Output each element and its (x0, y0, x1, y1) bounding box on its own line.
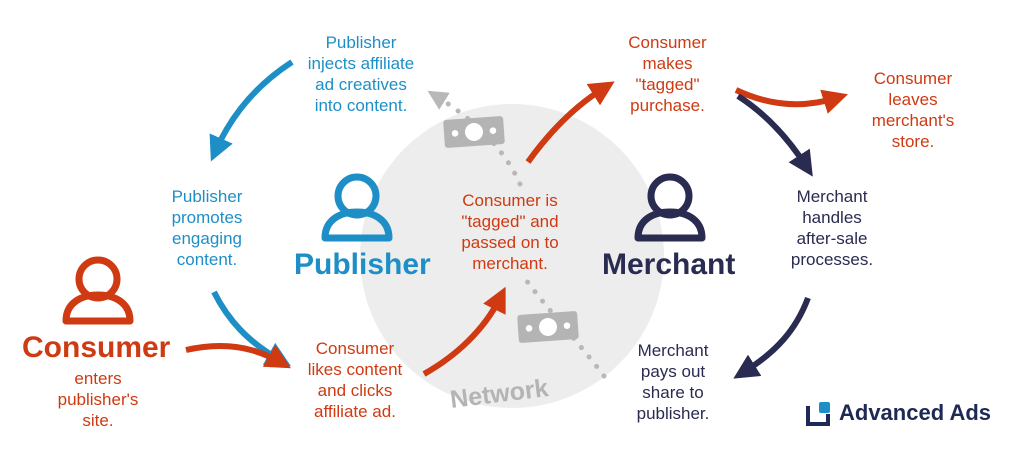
merchant-pays-text: Merchant pays out share to publisher. (636, 341, 710, 423)
arrow-consumer-network-to-purchase (525, 81, 615, 164)
publisher-person-icon (321, 173, 393, 242)
publisher-promotes-text: Publisher promotes engaging content. (171, 187, 243, 269)
merchant-title: Merchant (602, 248, 736, 281)
arrow-merchant-handle-to-pay (733, 296, 811, 379)
arrow-consumer-click-to-network (422, 286, 506, 377)
arrow-publisher-inject-to-promote (209, 59, 294, 162)
brand-name: Advanced Ads (839, 400, 992, 425)
consumer-enters-text: enters publisher's site. (57, 369, 139, 430)
consumer-purchase-text: Consumer makes "tagged" purchase. (628, 33, 707, 115)
consumer-likes-text: Consumer likes content and clicks affili… (307, 339, 403, 421)
arrow-consumer-enter-to-like (185, 343, 291, 369)
arrow-merchant-purchase-to-handle (736, 93, 813, 177)
advanced-ads-logo: Advanced Ads (806, 400, 991, 426)
publisher-injects-text: Publisher injects affiliate ad creatives… (307, 33, 415, 115)
consumer-tagged-text: Consumer is "tagged" and passed on to me… (461, 191, 559, 273)
banknote-icon (517, 311, 579, 343)
publisher-title: Publisher (294, 248, 431, 281)
advanced-ads-logo-icon (806, 402, 830, 426)
consumer-leaves-text: Consumer leaves merchant's store. (871, 69, 955, 151)
consumer-title: Consumer (22, 331, 171, 364)
banknote-icon (443, 116, 505, 148)
arrow-consumer-purchase-to-leave (734, 87, 849, 114)
consumer-person-icon (62, 256, 134, 325)
dotted-money-path-upper (427, 90, 523, 187)
merchant-person-icon (634, 173, 706, 242)
merchant-handles-text: Merchant handles after-sale processes. (790, 187, 874, 269)
network-circle (360, 104, 664, 408)
